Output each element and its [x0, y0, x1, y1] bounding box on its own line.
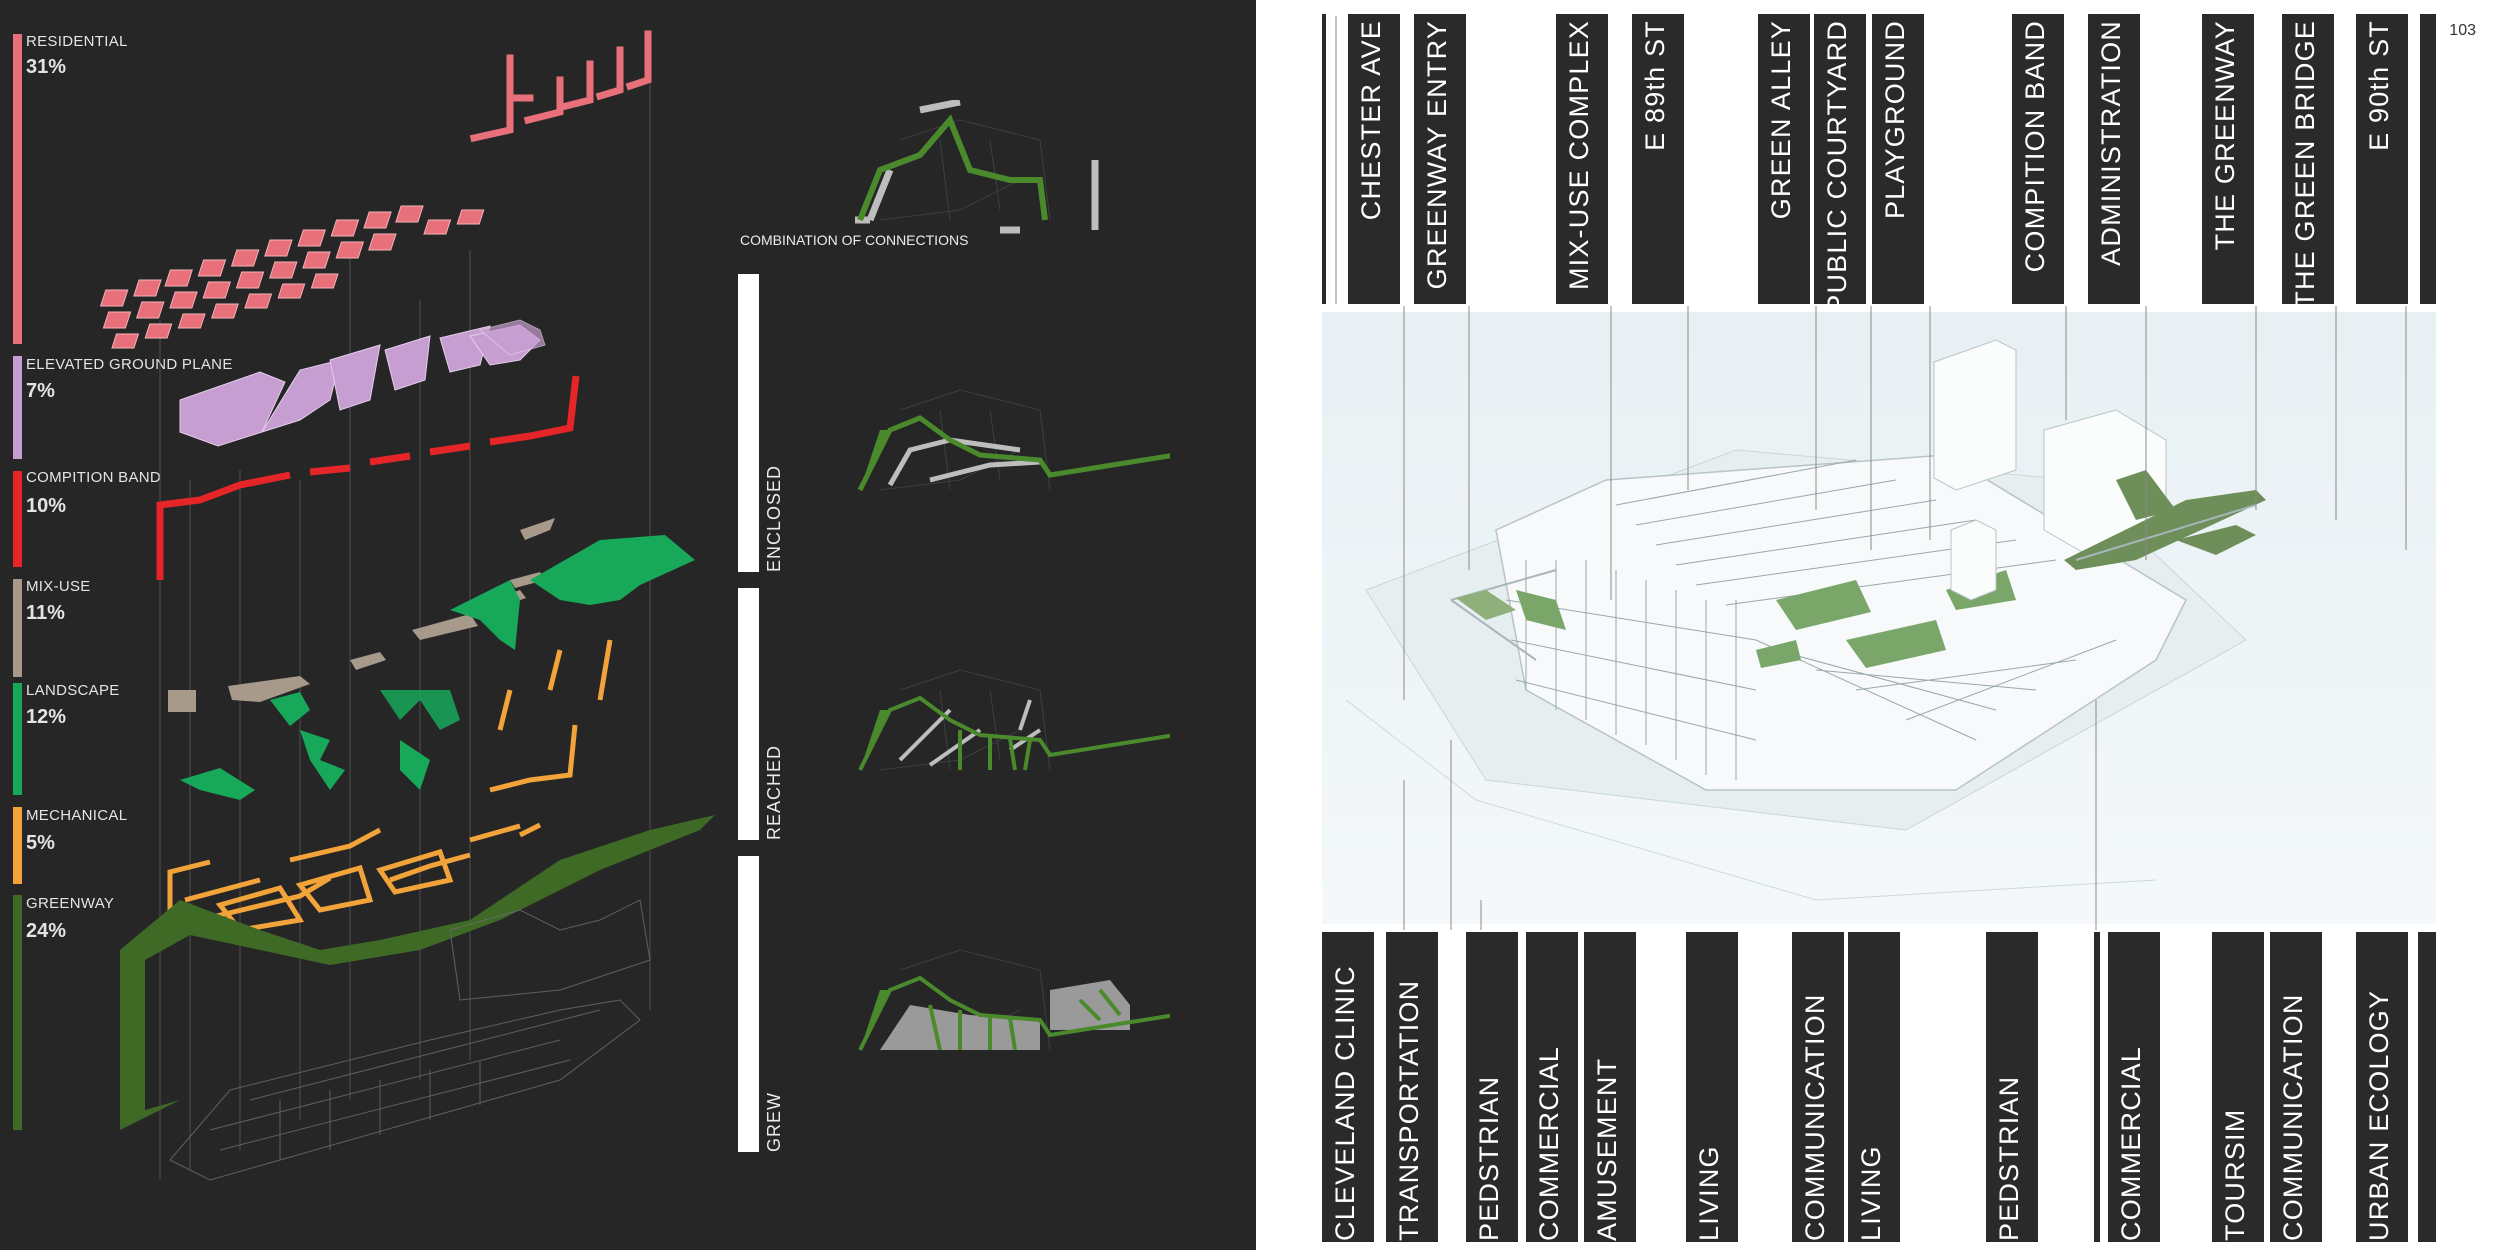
connection-diagram-combination: [855, 100, 1099, 234]
tag-amusement: AMUSEMENT: [1584, 932, 1636, 1242]
legend-bar-mix-use: [13, 579, 22, 677]
legend-percent-elevated-ground-plane: 7%: [26, 380, 55, 402]
legend-name-mix-use: MIX-USE: [26, 578, 91, 595]
tag-living-1: LIVING: [1686, 932, 1738, 1242]
tag-greenway-entry: GREENWAY ENTRY: [1414, 14, 1466, 304]
connections-caption: COMBINATION OF CONNECTIONS: [740, 232, 969, 248]
legend-percent-mix-use: 11%: [26, 602, 65, 624]
tag-administration: ADMINISTRATION: [2088, 14, 2140, 304]
grew-green-path: [858, 975, 1170, 1051]
tag-urban-ecology: URBAN ECOLOGY: [2356, 932, 2408, 1242]
legend-name-landscape: LANDSCAPE: [26, 682, 120, 699]
legend-bar-landscape: [13, 683, 22, 795]
tag-end-strip-top: [2420, 14, 2436, 304]
tag-commercial-1: COMMERCIAL: [1526, 932, 1578, 1242]
enclosed-green-path: [857, 415, 1170, 492]
tag-transportation: TRANSPORTATION: [1386, 932, 1438, 1242]
legend-percent-mechanical: 5%: [26, 832, 55, 854]
elevated-ground-plane: [179, 319, 546, 447]
axonometric-site-render: [1322, 16, 2436, 930]
tag-commercial-2: COMMERCIAL: [2108, 932, 2160, 1242]
legend-bar-residential: [13, 34, 22, 344]
tag-green-alley: GREEN ALLEY: [1758, 14, 1810, 304]
tag-the-greenway: THE GREENWAY: [2202, 14, 2254, 304]
tag-end-strip-bottom: [2418, 932, 2436, 1242]
tag-thin-strip-bottom: [2094, 932, 2100, 1242]
landscape: [180, 535, 695, 800]
tag-public-courtyard: PUBLIC COURTYARD: [1814, 14, 1866, 304]
legend-percent-greenway: 24%: [26, 920, 67, 942]
reached-green-path: [858, 695, 1170, 771]
tag-e-90th-st: E 90th ST: [2356, 14, 2408, 304]
left-panel: RESIDENTIAL 31% ELEVATED GROUND PLANE 7%…: [0, 0, 1256, 1250]
tag-toursim: TOURSIM: [2212, 932, 2264, 1242]
greenway: [120, 815, 715, 1130]
label-reached: REACHED: [764, 744, 784, 840]
combination-gray-paths: [855, 100, 1099, 234]
combination-green-path: [857, 114, 1048, 222]
residential-top: [469, 30, 652, 143]
enclosed-bar: [738, 274, 759, 572]
connection-diagram-reached: [858, 669, 1170, 771]
legend-name-compition-band: COMPITION BAND: [26, 469, 162, 486]
tag-the-green-bridge: THE GREEN BRIDGE: [2282, 14, 2334, 304]
tag-living-2: LIVING: [1848, 932, 1900, 1242]
legend-name-residential: RESIDENTIAL: [26, 33, 128, 50]
exploded-axonometric-diagram: [99, 30, 715, 1181]
reached-bar: [738, 588, 759, 840]
legend-name-mechanical: MECHANICAL: [26, 807, 128, 824]
connection-diagram-enclosed: [857, 389, 1170, 492]
label-enclosed: ENCLOSED: [764, 464, 784, 572]
tag-communication-2: COMMUNICATION: [2270, 932, 2322, 1242]
legend-bar-greenway: [13, 895, 22, 1130]
site-plan-outline: [169, 899, 651, 1181]
tag-e-89th-st: E 89th ST: [1632, 14, 1684, 304]
grew-gray-mass: [880, 980, 1130, 1050]
tag-cleveland-clinic: CLEVELAND CLINIC: [1322, 932, 1374, 1242]
tag-chester-ave: CHESTER AVE: [1348, 14, 1400, 304]
legend-percent-residential: 31%: [26, 56, 67, 78]
leader-lines: [1335, 16, 2407, 930]
legend-percent-compition-band: 10%: [26, 495, 67, 517]
legend-name-elevated-ground-plane: ELEVATED GROUND PLANE: [26, 356, 233, 373]
tag-start-strip-top: [1322, 14, 1326, 304]
grew-bar: [738, 856, 759, 1152]
tag-pedstrian-2: PEDSTRIAN: [1986, 932, 2038, 1242]
legend-bar-elevated-ground-plane: [13, 356, 22, 459]
legend-percent-landscape: 12%: [26, 706, 67, 728]
residential-blocks: [99, 205, 485, 349]
tag-playground: PLAYGROUND: [1872, 14, 1924, 304]
right-panel: CHESTER AVE GREENWAY ENTRY MIX-USE COMPL…: [1256, 0, 2500, 1250]
connection-diagram-grew: [858, 949, 1170, 1051]
legend-name-greenway: GREENWAY: [26, 895, 115, 912]
tag-pedstrian-1: PEDSTRIAN: [1466, 932, 1518, 1242]
label-grew: GREW: [764, 1092, 784, 1152]
enclosed-gray-path: [887, 437, 1041, 487]
tag-compition-band: COMPITION BAND: [2012, 14, 2064, 304]
legend-bar-compition-band: [13, 471, 22, 567]
tag-communication-1: COMMUNICATION: [1792, 932, 1844, 1242]
compition-band: [156, 375, 580, 580]
page-number: 103: [2449, 22, 2476, 39]
tag-mix-use-complex: MIX-USE COMPLEX: [1556, 14, 1608, 304]
legend-bar-mechanical: [13, 807, 22, 884]
